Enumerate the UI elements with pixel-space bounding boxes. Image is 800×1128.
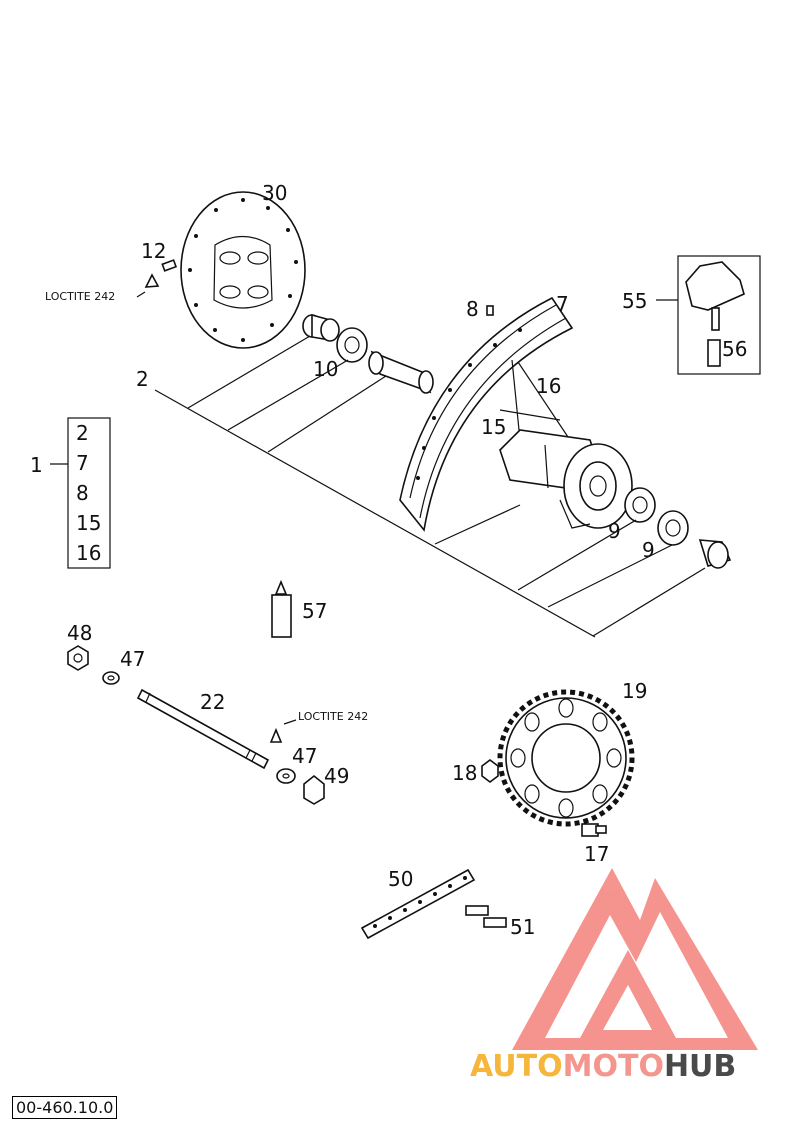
tool-box [677, 255, 761, 375]
label-22: 22 [200, 690, 225, 714]
watermark-logo-icon [512, 868, 758, 1050]
label-9a: 9 [608, 519, 621, 543]
nut-icon [481, 759, 499, 783]
label-1: 1 [30, 453, 43, 477]
chain-link-icon [465, 905, 507, 928]
label-16: 16 [536, 374, 561, 398]
assembly-item: 15 [76, 511, 101, 535]
label-10: 10 [313, 357, 338, 381]
label-57: 57 [302, 599, 327, 623]
label-7: 7 [556, 292, 569, 316]
spacer-icon [698, 539, 732, 569]
label-51: 51 [510, 915, 535, 939]
label-47a: 47 [120, 647, 145, 671]
watermark-part-moto: MOTO [563, 1049, 664, 1084]
label-30: 30 [262, 181, 287, 205]
watermark-part-hub: HUB [664, 1049, 736, 1084]
label-18: 18 [452, 761, 477, 785]
bearing-icon [624, 487, 689, 546]
nut-icon [303, 774, 325, 805]
label-50: 50 [388, 867, 413, 891]
label-12: 12 [141, 239, 166, 263]
chain-icon [360, 868, 476, 940]
spacer-icon [302, 313, 340, 342]
nut-icon [67, 645, 89, 671]
label-19: 19 [622, 679, 647, 703]
label-49: 49 [324, 764, 349, 788]
hub-icon [499, 429, 633, 529]
sprocket-icon [497, 689, 635, 827]
axle-icon [136, 688, 270, 770]
label-8: 8 [466, 297, 479, 321]
screw-icon [144, 259, 178, 288]
bearing-icon [336, 327, 368, 363]
exploded-axis-lines [154, 335, 706, 638]
loctite-note: LOCTITE 242 [45, 290, 115, 303]
watermark-text: AUTOMOTOHUB [470, 1049, 736, 1084]
label-56: 56 [722, 337, 747, 361]
label-47b: 47 [292, 744, 317, 768]
label-9b: 9 [642, 538, 655, 562]
assembly-item: 8 [76, 481, 89, 505]
assembly-bracket [50, 417, 111, 569]
spoke-nipple-icon [486, 305, 494, 316]
grease-tube-icon [271, 579, 292, 638]
bolt-icon [581, 823, 607, 837]
label-55: 55 [622, 289, 647, 313]
label-17: 17 [584, 842, 609, 866]
label-48: 48 [67, 621, 92, 645]
brake-disc-icon [180, 191, 306, 349]
watermark-part-auto: AUTO [470, 1049, 563, 1084]
loctite-note: LOCTITE 242 [298, 710, 368, 723]
assembly-item: 2 [76, 421, 89, 445]
assembly-item: 16 [76, 541, 101, 565]
washer-icon [102, 671, 120, 685]
label-2: 2 [136, 367, 149, 391]
axle-sleeve-icon [368, 350, 434, 394]
reference-code: 00-460.10.0 [12, 1096, 118, 1119]
washer-icon [276, 768, 296, 784]
assembly-item: 7 [76, 451, 89, 475]
label-15: 15 [481, 415, 506, 439]
rim-icon [399, 296, 574, 532]
